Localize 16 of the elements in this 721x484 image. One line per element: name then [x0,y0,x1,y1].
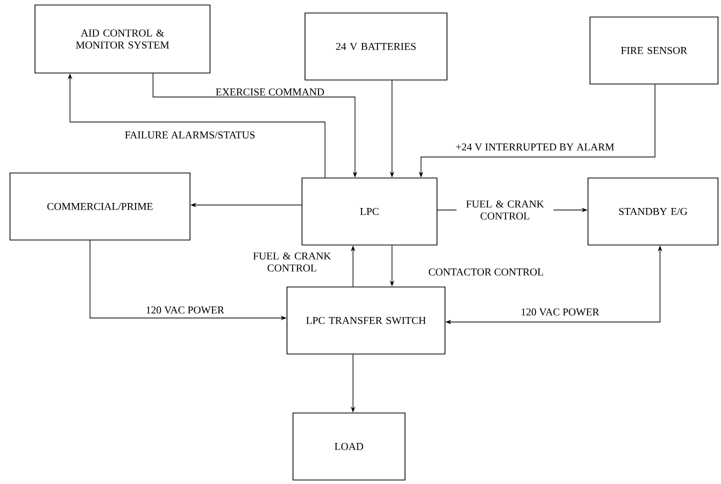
process-box: 24 V BATTERIES [304,12,448,80]
process-box: STANDBY E/G [588,178,718,246]
edge-label: 120 VAC POWER [520,307,600,317]
process-box: LPC [302,178,438,246]
process-box: LOAD [292,412,406,480]
edge-label: EXERCISE COMMAND [214,87,326,97]
edge-label: FUEL & CRANK CONTROL [456,199,554,221]
edge-label: +24 V INTERRUPTED BY ALARM [454,142,616,152]
edge-label: FUEL & CRANK CONTROL [246,251,338,273]
process-box: FIRE SENSOR [590,16,718,84]
edge-label: 120 VAC POWER [144,305,226,315]
edge-label: FAILURE ALARMS/STATUS [124,130,256,140]
edge-label: CONTACTOR CONTROL [427,267,545,277]
process-box: AID CONTROL & MONITOR SYSTEM [34,4,210,74]
process-box: LPC TRANSFER SWITCH [286,286,446,354]
process-box: COMMERCIAL/PRIME [10,172,190,240]
